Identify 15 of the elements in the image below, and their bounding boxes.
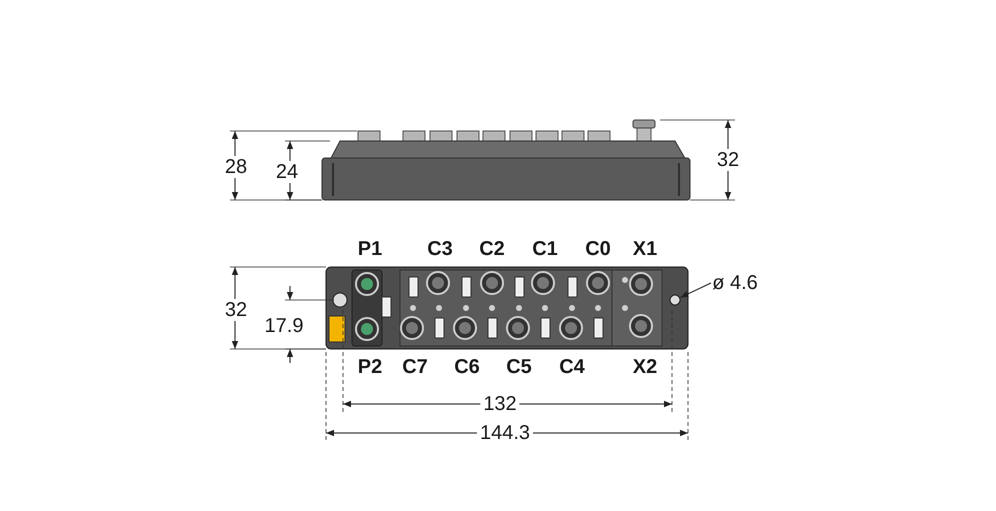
port-label: C1 [531,238,559,260]
port-label: P2 [356,356,384,378]
port-label: C4 [558,356,586,378]
port-label: C6 [453,356,481,378]
port-label: C0 [584,238,612,260]
port-label: P1 [356,238,384,260]
port-label: C2 [478,238,506,260]
dimension-label: 17.9 [264,315,304,337]
dimension-label: ø 4.6 [709,272,761,294]
port-label: C5 [505,356,533,378]
port-label: C3 [426,238,454,260]
port-label: X1 [632,238,658,260]
port-label: C7 [401,356,429,378]
leader-line [680,282,712,298]
port-label: X2 [632,356,658,378]
